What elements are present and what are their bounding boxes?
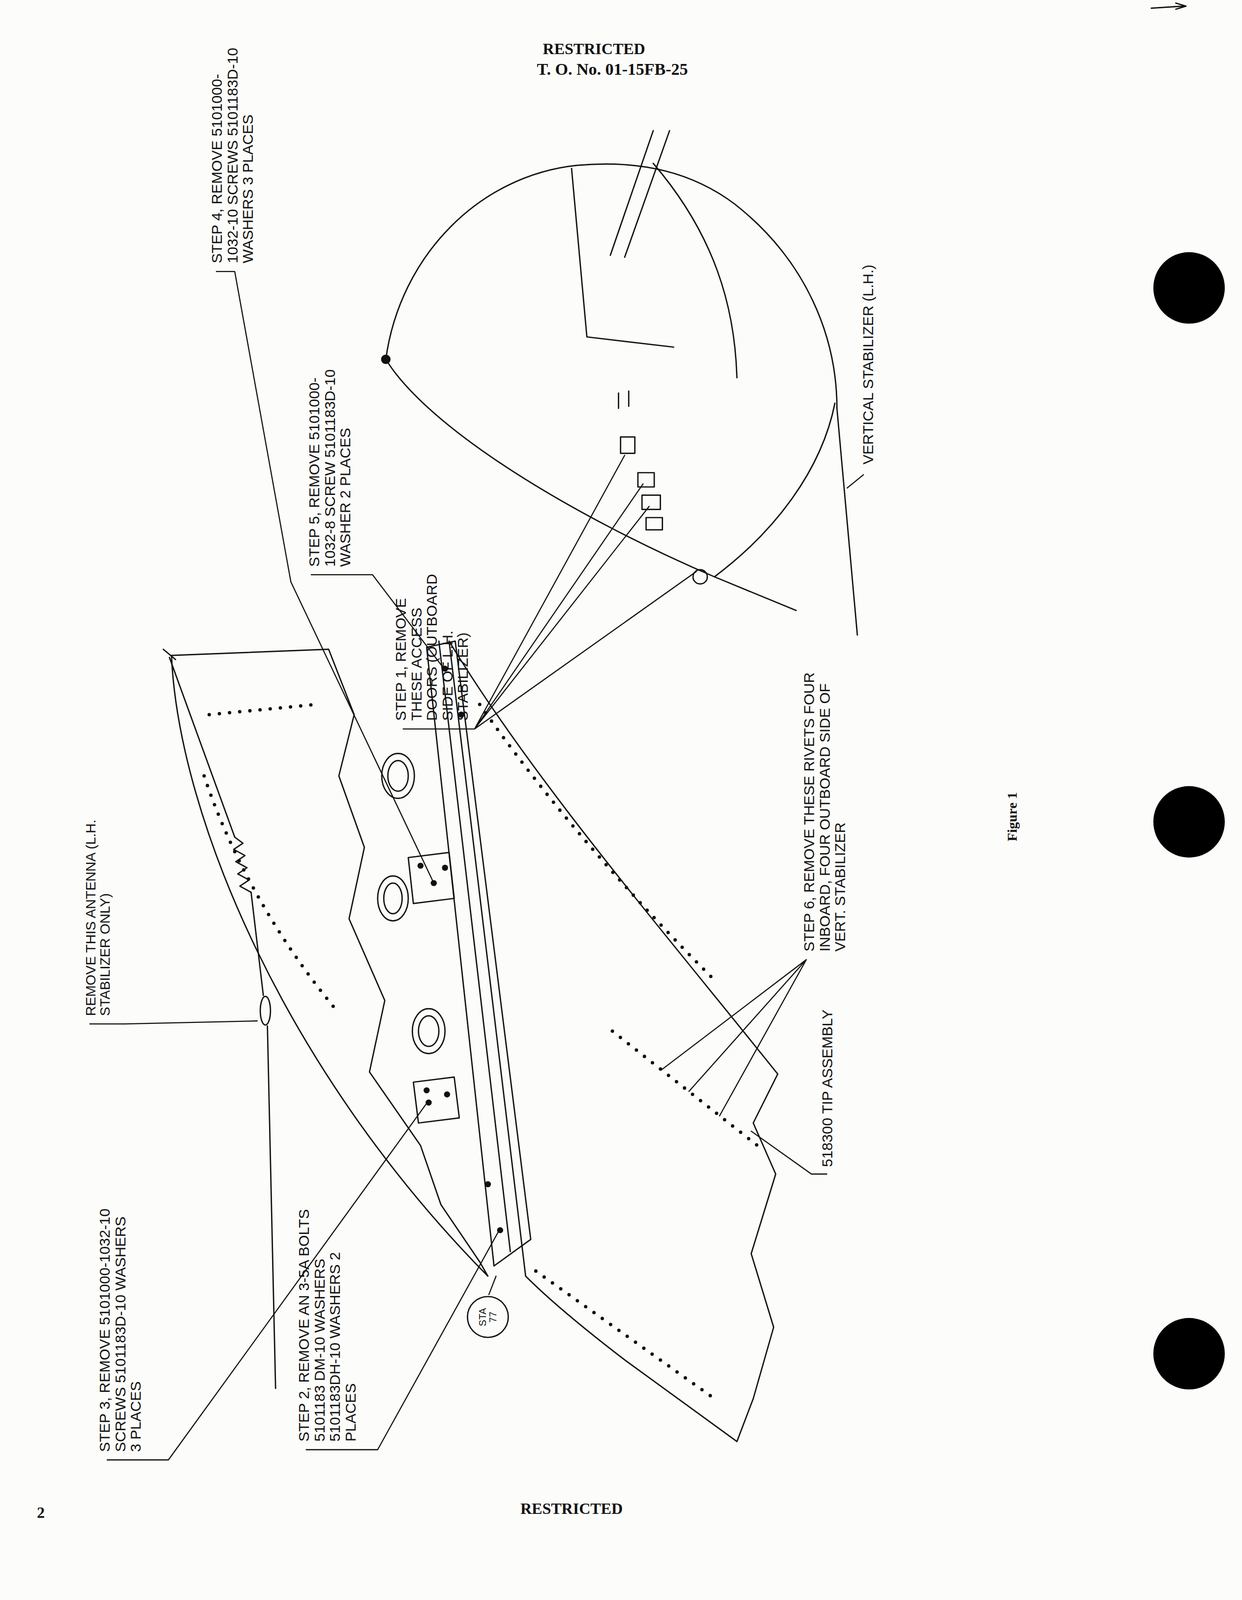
leader-lines (90, 271, 864, 1460)
corner-mark (1151, 2, 1187, 9)
step-callout: STEP 6, REMOVE THESE RIVETS FOUR INBOARD… (801, 644, 849, 952)
page-number: 2 (36, 1504, 45, 1521)
part-name: VERTICAL STABILIZER (L.H.) (860, 158, 877, 465)
step-callout: STEP 4, REMOVE 5101000-1032-10 SCREWS 51… (209, 43, 256, 264)
vertical-stabilizer-view (381, 130, 858, 636)
station-marker: STA 77 (477, 1304, 499, 1330)
step-callout: STEP 1, REMOVE THESE ACCESS DOORS (OUTBO… (393, 557, 471, 721)
step-callout: STEP 5, REMOVE 5101000-1032-8 SCREW 5101… (306, 357, 354, 567)
security-marking: RESTRICTED (520, 1500, 623, 1517)
part-name: 518300 TIP ASSEMBLY (819, 901, 836, 1167)
document-number: T. O. No. 01-15FB-25 (536, 60, 688, 79)
tip-assembly-cutaway (163, 640, 778, 1442)
security-marking: RESTRICTED (543, 40, 646, 58)
step-callout: STEP 2, REMOVE AN 3-5A BOLTS 5101183 DM-… (296, 1196, 359, 1442)
punch-holes (1153, 252, 1225, 1390)
figure-caption: Figure 1 (1005, 791, 1020, 842)
part-callout: REMOVE THIS ANTENNA (L.H. STABILIZER ONL… (83, 786, 113, 1016)
step-callout: STEP 3, REMOVE 5101000-1032-10 SCREWS 51… (96, 1206, 144, 1452)
